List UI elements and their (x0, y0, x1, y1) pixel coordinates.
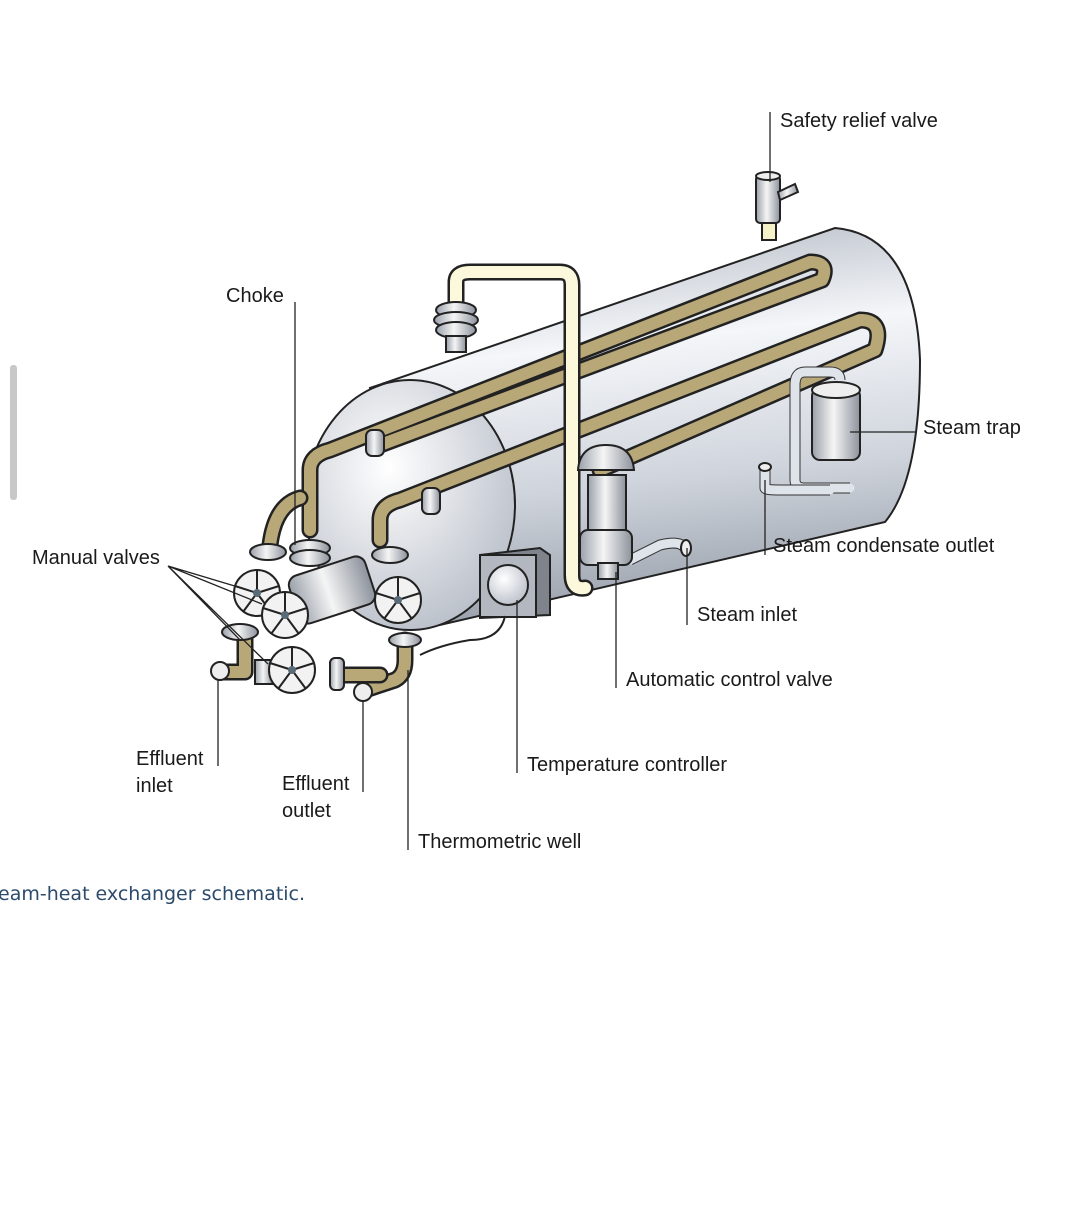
label-effluent-outlet: Effluent (282, 773, 350, 795)
scrollbar[interactable] (10, 365, 17, 500)
label-steam-condensate-outlet: Steam condensate outlet (773, 535, 995, 557)
figure-caption: eam-heat exchanger schematic. (0, 883, 305, 905)
label-temperature-controller: Temperature controller (527, 754, 727, 776)
handwheel (268, 646, 316, 694)
label-effluent-outlet-line2: outlet (282, 800, 331, 822)
label-effluent-inlet-line2: inlet (136, 775, 173, 797)
label-choke: Choke (226, 285, 284, 307)
steam-trap (758, 366, 861, 496)
manual-valve-handwheels (233, 569, 422, 694)
label-manual-valves: Manual valves (32, 547, 160, 569)
choke-fitting (433, 301, 479, 353)
label-effluent-inlet: Effluent (136, 748, 204, 770)
label-steam-inlet: Steam inlet (697, 604, 797, 626)
handwheel (261, 591, 309, 639)
automatic-control-valve (576, 443, 692, 580)
safety-relief-valve (755, 171, 800, 241)
handwheel (374, 576, 422, 624)
label-automatic-control-valve: Automatic control valve (626, 669, 833, 691)
temperature-controller (419, 546, 551, 656)
label-thermometric-well: Thermometric well (418, 831, 581, 853)
label-steam-trap: Steam trap (923, 417, 1021, 439)
leader-lines (167, 112, 917, 850)
steam-supply-pipe (433, 263, 594, 597)
label-safety-relief-valve: Safety relief valve (780, 110, 938, 132)
